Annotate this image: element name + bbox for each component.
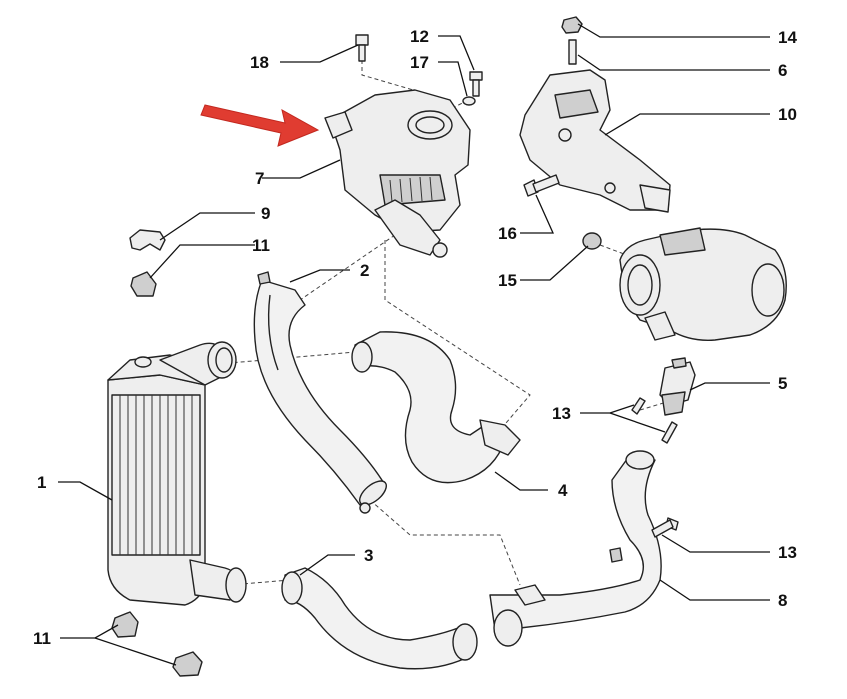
callout-1: 1 xyxy=(37,473,46,492)
bolt-part-16 xyxy=(523,174,560,197)
callout-6: 6 xyxy=(778,61,787,80)
nut-part-14 xyxy=(561,16,583,34)
hose-part-2 xyxy=(253,271,387,514)
rubber-mount-bottom-right xyxy=(172,651,203,677)
bolt-part-18 xyxy=(355,34,369,62)
callout-15: 15 xyxy=(498,271,517,290)
bolt-part-12 xyxy=(469,71,483,97)
intercooler-fins xyxy=(119,395,193,555)
gasket-part-15 xyxy=(582,232,602,250)
hose-part-3 xyxy=(281,567,478,670)
callout-14: 14 xyxy=(778,28,797,47)
callout-13-mid: 13 xyxy=(552,404,571,423)
hose-part-4 xyxy=(351,331,521,484)
washer-part-17 xyxy=(462,96,476,106)
rubber-mount-bottom-left xyxy=(111,611,139,638)
callout-18: 18 xyxy=(250,53,269,72)
actuator-part-5 xyxy=(659,357,696,416)
callout-labels: 1 2 3 4 5 6 7 8 9 10 11 11 12 13 13 14 1… xyxy=(33,27,797,648)
callout-11-top: 11 xyxy=(252,236,270,255)
callout-2: 2 xyxy=(360,261,369,280)
callout-7: 7 xyxy=(255,169,264,188)
callout-12: 12 xyxy=(410,27,429,46)
stud-part-6 xyxy=(568,39,577,65)
callout-8: 8 xyxy=(778,591,787,610)
callout-11-bottom: 11 xyxy=(33,629,51,648)
bolt-part-13-lower xyxy=(651,517,679,538)
pipe-part-8 xyxy=(489,450,662,647)
callout-3: 3 xyxy=(364,546,373,565)
bolt-part-13-upper xyxy=(631,397,646,415)
rubber-mount-top xyxy=(130,271,157,297)
bracket-part-9 xyxy=(129,229,166,251)
turbocharger xyxy=(619,227,787,341)
bracket-part-10 xyxy=(519,69,671,213)
leader-lines xyxy=(58,23,770,666)
callout-10: 10 xyxy=(778,105,797,124)
intercooler-part-1 xyxy=(107,341,247,606)
throttle-body-part-7 xyxy=(324,89,471,258)
callout-13-lower: 13 xyxy=(778,543,797,562)
callout-4: 4 xyxy=(558,481,568,500)
callout-5: 5 xyxy=(778,374,787,393)
bolt-part-13-mid xyxy=(661,421,678,444)
red-arrow-icon xyxy=(200,104,320,147)
callout-17: 17 xyxy=(410,53,429,72)
callout-9: 9 xyxy=(261,204,270,223)
callout-16: 16 xyxy=(498,224,517,243)
